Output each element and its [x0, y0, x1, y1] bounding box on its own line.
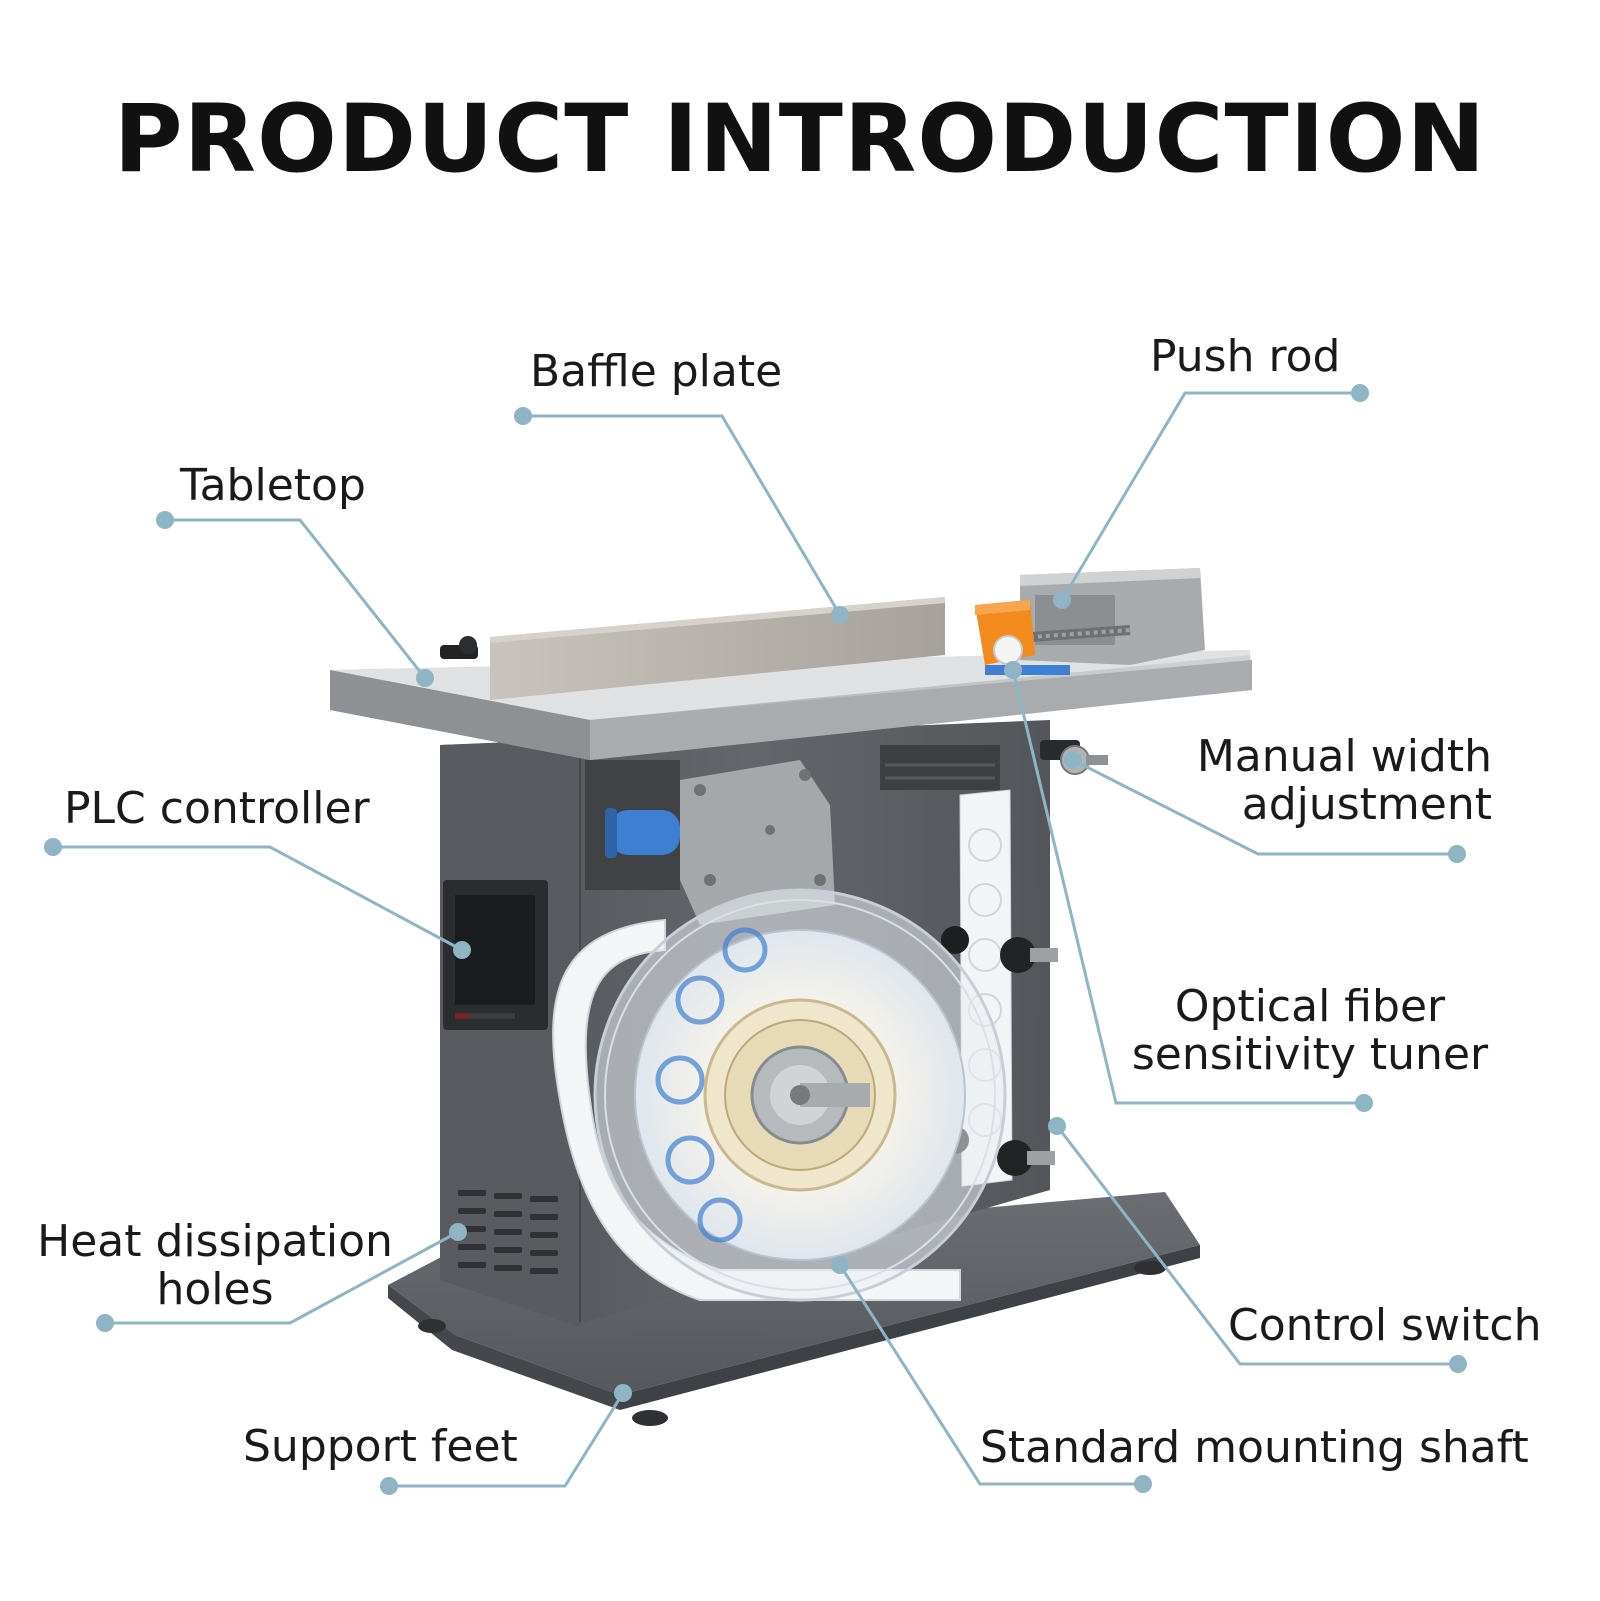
tabletop-knob	[440, 636, 478, 659]
label-plc-controller: PLC controller	[64, 783, 370, 834]
label-optical-fiber-line-1: Optical fiber	[1174, 981, 1446, 1032]
leader-dot	[416, 669, 434, 687]
leader-dot	[453, 941, 471, 959]
mounting-shaft	[750, 1045, 870, 1145]
leader-dot	[1064, 751, 1082, 769]
leader-dot	[1004, 661, 1022, 679]
heat-vents	[458, 1190, 558, 1274]
label-heat-dissipation-line-1: Heat dissipation	[37, 1216, 393, 1267]
backing-strip	[552, 918, 961, 1301]
push-rod-assembly	[975, 568, 1205, 675]
leader-line-manual-width	[1072, 758, 1457, 856]
label-optical-fiber-sensitivity-tuner: Optical fiber sensitivity tuner	[1110, 983, 1510, 1078]
leader-dot	[514, 407, 532, 425]
leader-dot	[831, 1256, 849, 1274]
leader-dot	[831, 606, 849, 624]
leader-line-mounting-shaft	[838, 1264, 1143, 1486]
leader-dot	[44, 838, 62, 856]
leader-line-push-rod	[1060, 391, 1360, 601]
leader-dot	[1053, 591, 1071, 609]
page-title: PRODUCT INTRODUCTION	[113, 85, 1487, 194]
leader-dot	[614, 1384, 632, 1402]
leader-line-support-feet	[389, 1392, 625, 1488]
leader-dot	[156, 511, 174, 529]
label-heat-dissipation-holes: Heat dissipation holes	[20, 1218, 410, 1313]
leader-line-tabletop	[165, 518, 427, 679]
leader-dot	[1048, 1117, 1066, 1135]
leader-dot	[1448, 845, 1466, 863]
label-manual-width-line-1: Manual width	[1196, 731, 1492, 782]
baffle-plate	[490, 597, 945, 700]
label-heat-dissipation-line-2: holes	[156, 1263, 274, 1315]
label-push-rod: Push rod	[1150, 331, 1341, 382]
leader-dot	[1351, 384, 1369, 402]
leader-line-control-switch	[1055, 1125, 1458, 1366]
label-manual-width-line-2: adjustment	[1241, 778, 1492, 830]
leader-line-optical-fiber	[1011, 669, 1364, 1105]
label-tabletop: Tabletop	[180, 460, 366, 511]
leader-line-baffle-plate	[523, 414, 842, 616]
leader-dot	[96, 1314, 114, 1332]
label-support-feet: Support feet	[243, 1421, 518, 1472]
leader-dot	[1449, 1355, 1467, 1373]
leader-line-heat-dissipation	[105, 1230, 459, 1325]
label-control-switch: Control switch	[1228, 1300, 1542, 1351]
leader-dot	[449, 1223, 467, 1241]
label-baffle-plate: Baffle plate	[530, 346, 783, 397]
label-manual-width-adjustment: Manual width adjustment	[1120, 733, 1492, 828]
leader-dot	[1355, 1094, 1373, 1112]
label-peeling-mechanism	[585, 745, 1000, 925]
leader-dot	[1134, 1475, 1152, 1493]
label-optical-fiber-line-2: sensitivity tuner	[1131, 1028, 1489, 1080]
leader-line-plc-controller	[53, 845, 463, 952]
label-standard-mounting-shaft: Standard mounting shaft	[980, 1422, 1529, 1473]
support-feet	[418, 1261, 1166, 1426]
leader-dot	[380, 1477, 398, 1495]
